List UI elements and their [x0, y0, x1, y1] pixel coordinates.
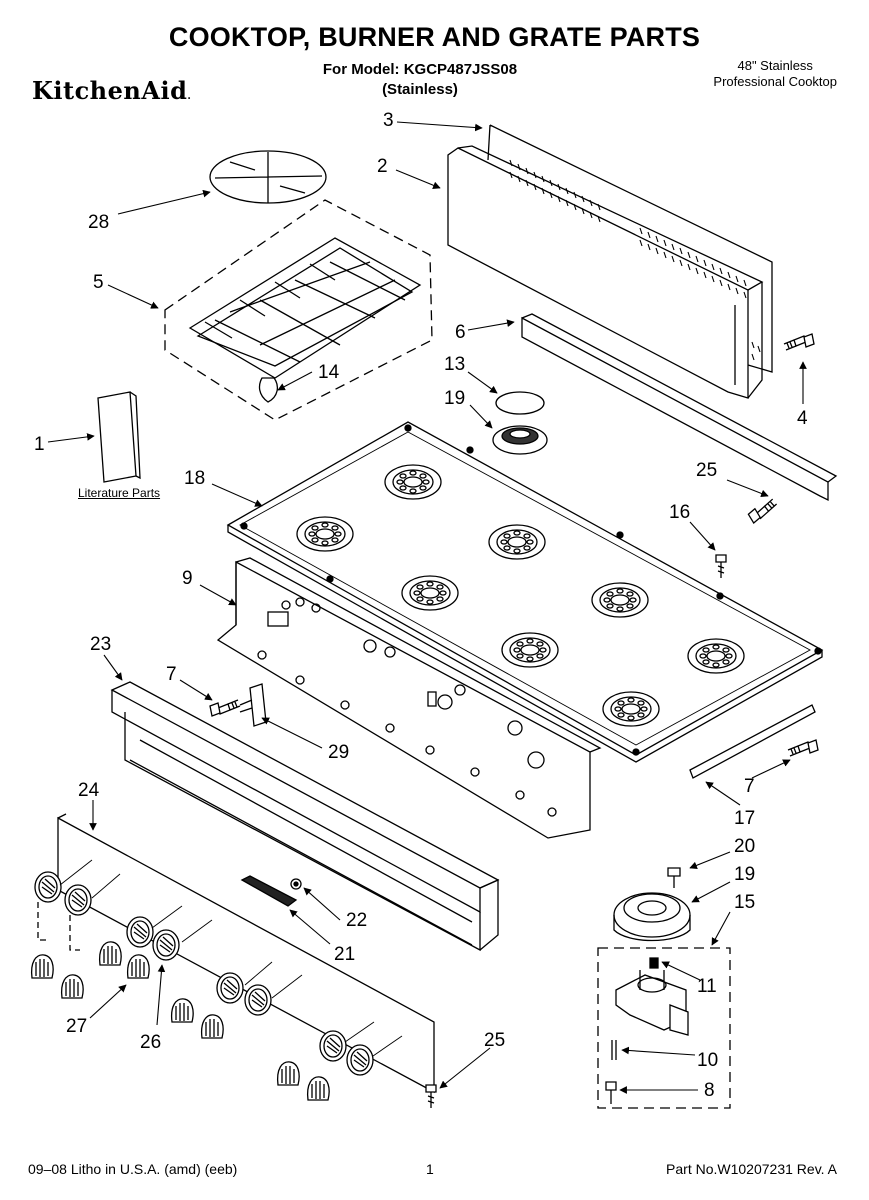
callout-16: 16	[669, 502, 690, 523]
callout-8: 8	[704, 1080, 715, 1101]
leader-lines	[47, 121, 807, 1094]
part-9-burner-box	[216, 557, 602, 839]
callout-23: 23	[90, 634, 111, 655]
callout-26: 26	[140, 1032, 161, 1053]
page-title: COOKTOP, BURNER AND GRATE PARTS	[168, 22, 701, 52]
footer-part-number: Part No.W10207231 Rev. A	[666, 1161, 837, 1177]
knobs	[30, 859, 403, 1101]
part-25-screw-bottom	[425, 1084, 437, 1108]
part-2-backguard	[447, 145, 764, 399]
brand-mark: .	[187, 91, 192, 102]
part-28-disc	[209, 150, 327, 204]
part-15-valve-box	[597, 947, 731, 1109]
callout-4: 4	[797, 408, 808, 429]
desc-line-1: 48" Stainless	[737, 58, 813, 73]
literature-parts-link[interactable]: Literature Parts	[78, 486, 161, 500]
callout-13: 13	[444, 354, 465, 375]
callout-27: 27	[66, 1016, 87, 1037]
callout-numbers: 3 2 28 5 6 13 19 14 4 1 18 25 16 9 23 7 …	[34, 110, 808, 1101]
part-6-trim	[521, 313, 838, 502]
footer-litho: 09–08 Litho in U.S.A. (amd) (eeb)	[28, 1161, 238, 1177]
callout-29: 29	[328, 742, 349, 763]
callout-28: 28	[88, 212, 109, 233]
brand-logo: KitchenAid.	[32, 76, 191, 105]
part-19-burner-top	[492, 425, 548, 455]
callout-3: 3	[383, 110, 394, 131]
part-25-screw-top	[745, 497, 781, 525]
footer-page-number: 1	[426, 1161, 434, 1177]
callout-1: 1	[34, 434, 45, 455]
model-number: For Model: KGCP487JSS08	[322, 61, 518, 78]
callout-25b: 25	[484, 1030, 505, 1051]
model-finish: (Stainless)	[382, 81, 458, 98]
brand-name: KitchenAid	[32, 76, 188, 105]
part-23-control-panel	[110, 681, 500, 952]
callout-24: 24	[78, 780, 100, 801]
callout-2: 2	[377, 156, 388, 177]
callout-25a: 25	[696, 460, 717, 481]
part-20-spark	[667, 867, 681, 888]
part-19-burner-lower	[613, 892, 691, 942]
part-22-screw	[290, 878, 302, 890]
callout-5: 5	[93, 272, 104, 293]
part-18-cooktop	[226, 421, 824, 763]
part-1-literature	[97, 391, 141, 483]
part-7-screw-b	[787, 739, 819, 757]
part-5-grate	[164, 199, 433, 421]
model-info: For Model: KGCP487JSS08 (Stainless)	[300, 60, 540, 100]
part-21-badge	[240, 875, 298, 907]
callout-6: 6	[455, 322, 466, 343]
part-7-screw-a	[209, 699, 241, 717]
desc-line-2: Professional Cooktop	[713, 74, 837, 89]
part-13-cap	[495, 391, 545, 415]
callout-19a: 19	[444, 388, 465, 409]
callout-9: 9	[182, 568, 193, 589]
product-description: 48" Stainless Professional Cooktop	[713, 58, 837, 90]
part-4-screw	[783, 333, 815, 351]
part-17-trim	[689, 704, 816, 779]
callout-17: 17	[734, 808, 755, 829]
part-16-screw	[715, 554, 727, 578]
callout-22: 22	[346, 910, 367, 931]
callout-7a: 7	[166, 664, 177, 685]
callout-15: 15	[734, 892, 755, 913]
callout-21: 21	[334, 944, 355, 965]
callout-18: 18	[184, 468, 205, 489]
callout-14: 14	[318, 362, 340, 383]
callout-11: 11	[697, 976, 717, 997]
callout-7b: 7	[744, 776, 755, 797]
part-29-bracket	[239, 683, 267, 727]
callout-10: 10	[697, 1050, 718, 1071]
callout-20: 20	[734, 836, 755, 857]
callout-19b: 19	[734, 864, 755, 885]
